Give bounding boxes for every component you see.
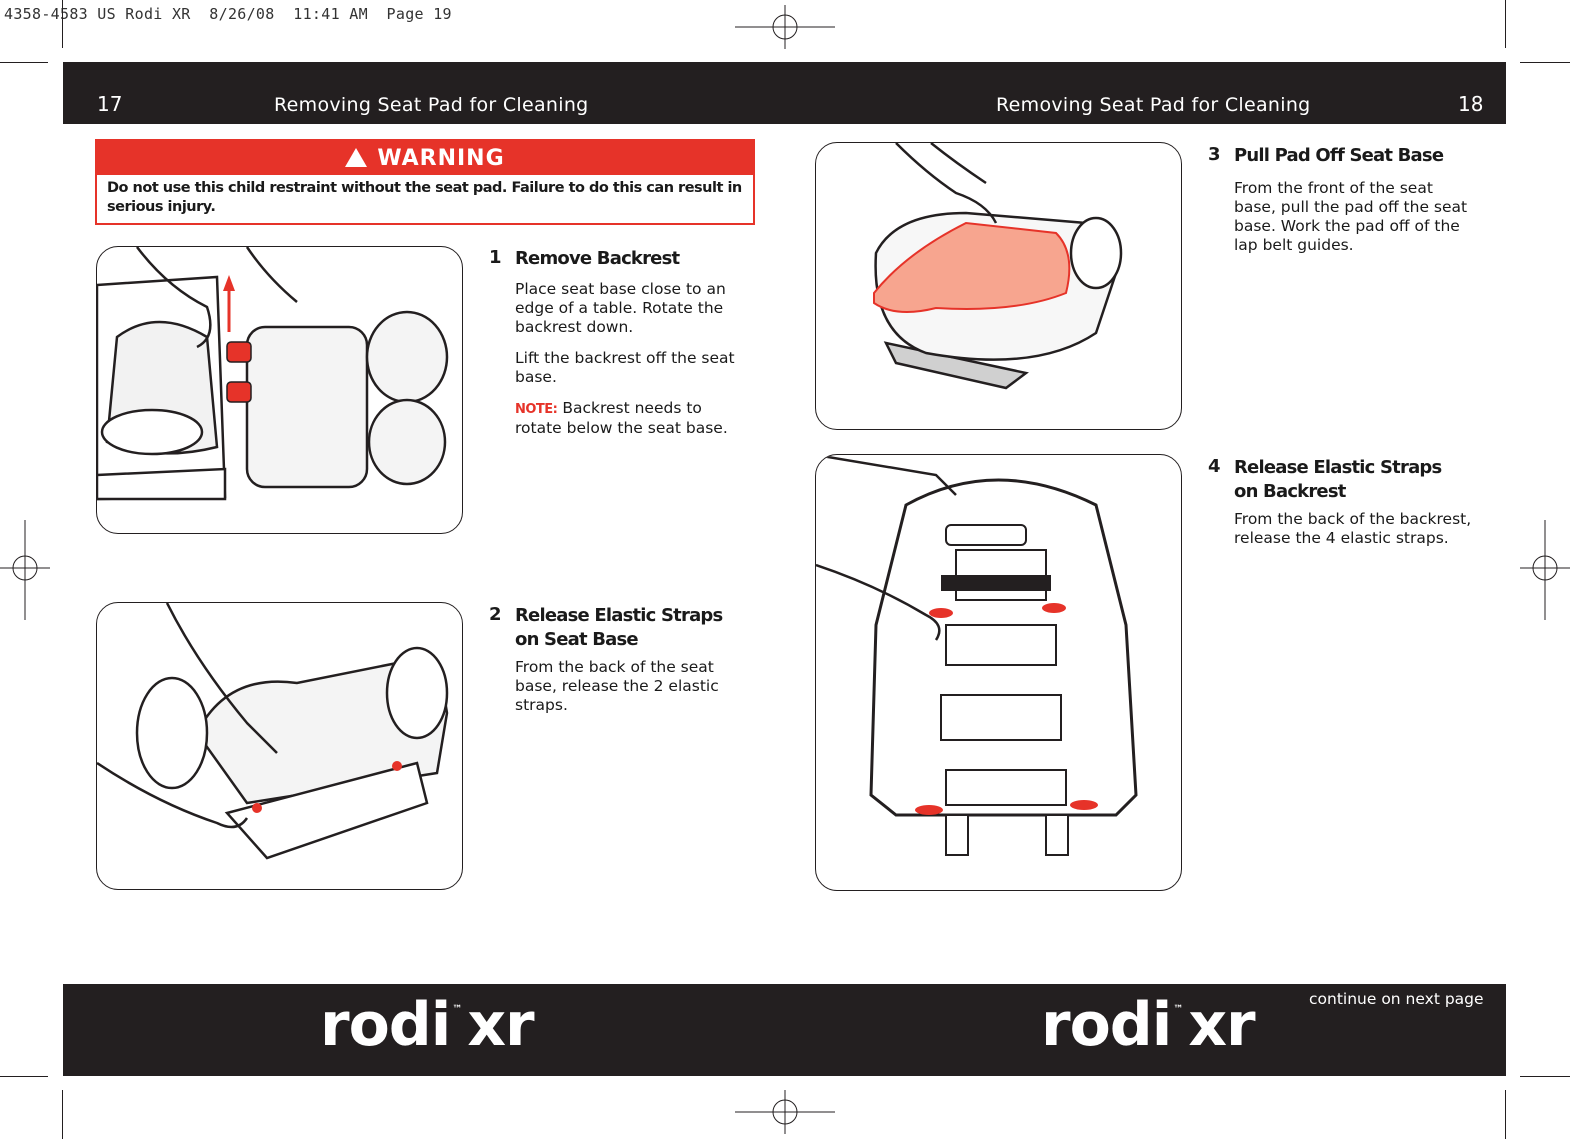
crop-mark-tr-v	[1505, 0, 1506, 48]
step-2-body: From the back of the seat base, release …	[515, 658, 740, 727]
warning-text: Do not use this child restraint without …	[107, 180, 742, 215]
illustration-remove-backrest	[96, 246, 463, 534]
crop-mark-br-h	[1520, 1076, 1570, 1077]
step-4-number: 4	[1208, 456, 1221, 477]
step-3-number: 3	[1208, 144, 1221, 165]
registration-mark-bottom	[735, 1090, 835, 1134]
illustration-seat-base-straps	[96, 602, 463, 890]
warning-triangle-icon	[345, 147, 368, 167]
registration-mark-right	[1520, 520, 1570, 620]
step-1-body: Place seat base close to an edge of a ta…	[515, 280, 745, 450]
header-bar	[63, 62, 1506, 124]
warning-header: WARNING	[97, 141, 753, 175]
step-4-body: From the back of the backrest, release t…	[1234, 510, 1479, 560]
backrest-straps-drawing	[816, 455, 1138, 856]
step-2-title-line: Release Elastic Straps	[515, 605, 723, 626]
crop-mark-br-v	[1505, 1090, 1506, 1139]
step-3-title: Pull Pad Off Seat Base	[1234, 144, 1484, 168]
brand-name-b: xr	[467, 990, 534, 1060]
registration-mark-top	[735, 5, 835, 49]
registration-mark-left	[0, 520, 50, 620]
step-2-title-line: on Seat Base	[515, 629, 639, 650]
crop-mark-tl-h	[0, 62, 48, 63]
step-3-title-line: Pull Pad Off Seat Base	[1234, 145, 1444, 166]
step-4-title-line: Release Elastic Straps	[1234, 457, 1442, 478]
step-1-number: 1	[489, 247, 502, 268]
warning-box: WARNING Do not use this child restraint …	[95, 139, 755, 225]
step-4-title-line: on Backrest	[1234, 481, 1346, 502]
page-number-left: 17	[97, 92, 123, 116]
brand-tm: ™	[1173, 1004, 1183, 1015]
step-1-paragraph: Place seat base close to an edge of a ta…	[515, 280, 726, 336]
step-2-paragraph: From the back of the seat base, release …	[515, 658, 719, 714]
seat-base-straps-drawing	[97, 603, 449, 860]
step-1-note: NOTE: Backrest needs to rotate below the…	[515, 399, 745, 438]
step-1-title: Remove Backrest	[515, 247, 745, 271]
brand-name-a: rodi	[1041, 990, 1172, 1060]
continue-note: continue on next page	[1309, 990, 1484, 1008]
brand-name-a: rodi	[320, 990, 451, 1060]
pull-pad-drawing	[873, 143, 1123, 390]
brand-name-b: xr	[1188, 990, 1255, 1060]
warning-label: WARNING	[377, 145, 505, 171]
print-slug: 4358-4583 US Rodi XR 8/26/08 11:41 AM Pa…	[4, 5, 452, 23]
note-label: NOTE:	[515, 402, 558, 417]
crop-mark-tr-h	[1520, 62, 1570, 63]
backrest-removal-drawing	[97, 247, 449, 501]
page-number-right: 18	[1458, 92, 1484, 116]
step-3-paragraph: From the front of the seat base, pull th…	[1234, 179, 1468, 254]
footer-bar	[63, 984, 1506, 1076]
step-2-title: Release Elastic Straps on Seat Base	[515, 604, 745, 652]
crop-mark-tl-v	[62, 0, 63, 48]
crop-mark-bl-v	[62, 1090, 63, 1139]
page-title-right: Removing Seat Pad for Cleaning	[996, 94, 1311, 116]
step-1-paragraph: Lift the backrest off the seat base.	[515, 349, 735, 386]
step-4-paragraph: From the back of the backrest, release t…	[1234, 510, 1472, 547]
illustration-pull-pad	[815, 142, 1182, 430]
note-text: Backrest needs to rotate below the seat …	[515, 399, 728, 437]
page-title-left: Removing Seat Pad for Cleaning	[274, 94, 589, 116]
step-3-body: From the front of the seat base, pull th…	[1234, 179, 1479, 267]
step-4-title: Release Elastic Straps on Backrest	[1234, 456, 1484, 504]
step-2-number: 2	[489, 604, 502, 625]
crop-mark-bl-h	[0, 1076, 48, 1077]
illustration-backrest-straps	[815, 454, 1182, 891]
brand-tm: ™	[452, 1004, 462, 1015]
step-1-title-line: Remove Backrest	[515, 248, 680, 269]
